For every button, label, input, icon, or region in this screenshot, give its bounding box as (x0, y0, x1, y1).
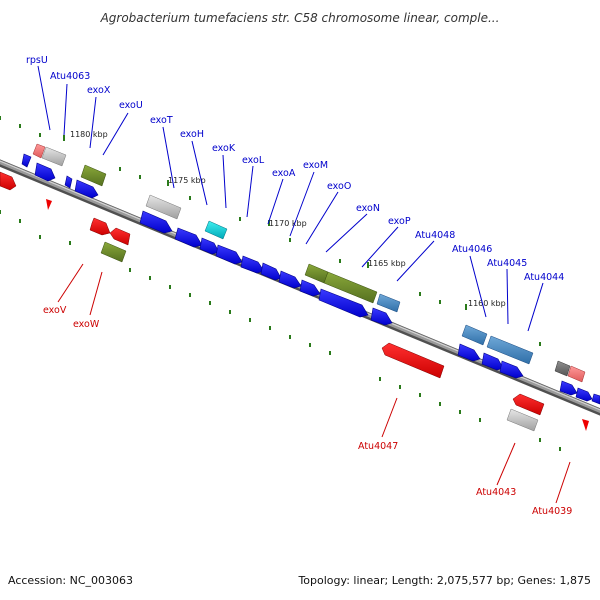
feature-gray-atu4043 (506, 408, 539, 432)
gene-label-exoA[interactable]: exoA (272, 168, 296, 179)
gene-arrow-exoH[interactable] (199, 237, 220, 255)
feature-steel-2 (461, 324, 488, 346)
tick-label-1180: 1180 kbp (70, 130, 108, 139)
gene-label-exoN[interactable]: exoN (356, 203, 380, 214)
gene-label-exoU[interactable]: exoU (119, 100, 143, 111)
gene-arrow-exoK[interactable] (215, 244, 243, 265)
tick-label-1170: 1170 kbp (269, 219, 307, 228)
tick-label-1175: 1175 kbp (168, 176, 206, 185)
feature-olive-3 (323, 271, 378, 304)
gene-arrow-left-edge[interactable] (0, 171, 17, 191)
marker-red-1 (46, 199, 52, 210)
feature-gray-2 (145, 194, 182, 220)
feature-steel-1 (376, 293, 401, 313)
gene-arrow-exoA[interactable] (260, 262, 282, 281)
feature-olive-exoW (100, 241, 127, 263)
accession-text: Accession: NC_003063 (8, 574, 134, 587)
gene-label-atu4044[interactable]: Atu4044 (524, 272, 564, 283)
gene-label-exoK[interactable]: exoK (212, 143, 236, 154)
feature-olive-1 (80, 164, 107, 187)
gene-arrow-exoP[interactable] (370, 307, 393, 326)
gene-label-exoP[interactable]: exoP (388, 216, 411, 227)
map-title: Agrobacterium tumefaciens str. C58 chrom… (100, 11, 500, 25)
gene-label-atu4048[interactable]: Atu4048 (415, 230, 455, 241)
gene-label-atu4043[interactable]: Atu4043 (476, 487, 516, 498)
gene-arrow-atu4046-b[interactable] (481, 352, 504, 371)
genome-summary-text: Topology: linear; Length: 2,075,577 bp; … (298, 574, 591, 587)
gene-arrow-atu4045[interactable] (499, 360, 524, 379)
gene-label-atu4047[interactable]: Atu4047 (358, 441, 398, 452)
tick-label-1165: 1165 kbp (368, 259, 406, 268)
gene-label-exoW[interactable]: exoW (73, 319, 100, 330)
feature-cyan (204, 220, 228, 240)
gene-arrow-atu4046-a[interactable] (457, 343, 481, 362)
marker-red-2 (582, 419, 589, 431)
gene-arrow-exoT[interactable] (174, 227, 203, 248)
reverse-genes (0, 171, 589, 432)
top-leader-lines (37, 65, 544, 332)
gene-label-exoX[interactable]: exoX (87, 85, 111, 96)
feature-pink-rpsU (32, 143, 46, 159)
gene-arrow-exoL[interactable] (240, 255, 265, 274)
gene-label-exoH[interactable]: exoH (180, 129, 204, 140)
gene-label-rpsU[interactable]: rpsU (26, 55, 48, 66)
gene-arrow-exoO[interactable] (299, 279, 321, 297)
gene-arrow-exoN[interactable] (318, 288, 369, 318)
gene-label-atu4063[interactable]: Atu4063 (50, 71, 90, 82)
gene-label-atu4045[interactable]: Atu4045 (487, 258, 527, 269)
tick-label-1160: 1160 kbp (468, 299, 506, 308)
gene-arrow-rpsU[interactable] (21, 153, 32, 168)
gene-label-exoL[interactable]: exoL (242, 155, 265, 166)
feature-steel-3 (486, 335, 534, 365)
gene-arrow-atu4044-b[interactable] (575, 387, 593, 402)
gene-label-exoO[interactable]: exoO (327, 181, 351, 192)
gene-label-atu4046[interactable]: Atu4046 (452, 244, 492, 255)
bottom-leader-lines (57, 263, 571, 504)
feature-gray-1 (41, 146, 67, 167)
gene-label-exoT[interactable]: exoT (150, 115, 173, 126)
gene-label-atu4039[interactable]: Atu4039 (532, 506, 572, 517)
feature-dark-1 (554, 360, 571, 377)
gene-arrow-exoX-a[interactable] (64, 175, 73, 189)
gene-arrow-atu4047[interactable] (381, 342, 445, 379)
gene-arrow-exoM[interactable] (278, 270, 302, 289)
gene-arrow-atu4043[interactable] (512, 393, 545, 416)
gene-arrow-exoU[interactable] (139, 210, 173, 234)
forward-genes (21, 153, 600, 405)
gene-arrow-exoX[interactable] (74, 179, 99, 199)
feature-pink-2 (567, 365, 586, 383)
gene-arrow-atu4063[interactable] (34, 162, 56, 182)
gene-arrow-exoW-r[interactable] (109, 227, 131, 246)
gene-label-exoM[interactable]: exoM (303, 160, 328, 171)
gene-arrow-exoV[interactable] (89, 217, 111, 236)
feature-olive-2 (304, 263, 329, 284)
upper-features (32, 143, 586, 383)
gene-arrow-atu4044-a[interactable] (559, 380, 578, 396)
gene-arrow-edge[interactable] (591, 393, 600, 405)
gene-label-exoV[interactable]: exoV (43, 305, 67, 316)
track-dots (0, 116, 561, 451)
